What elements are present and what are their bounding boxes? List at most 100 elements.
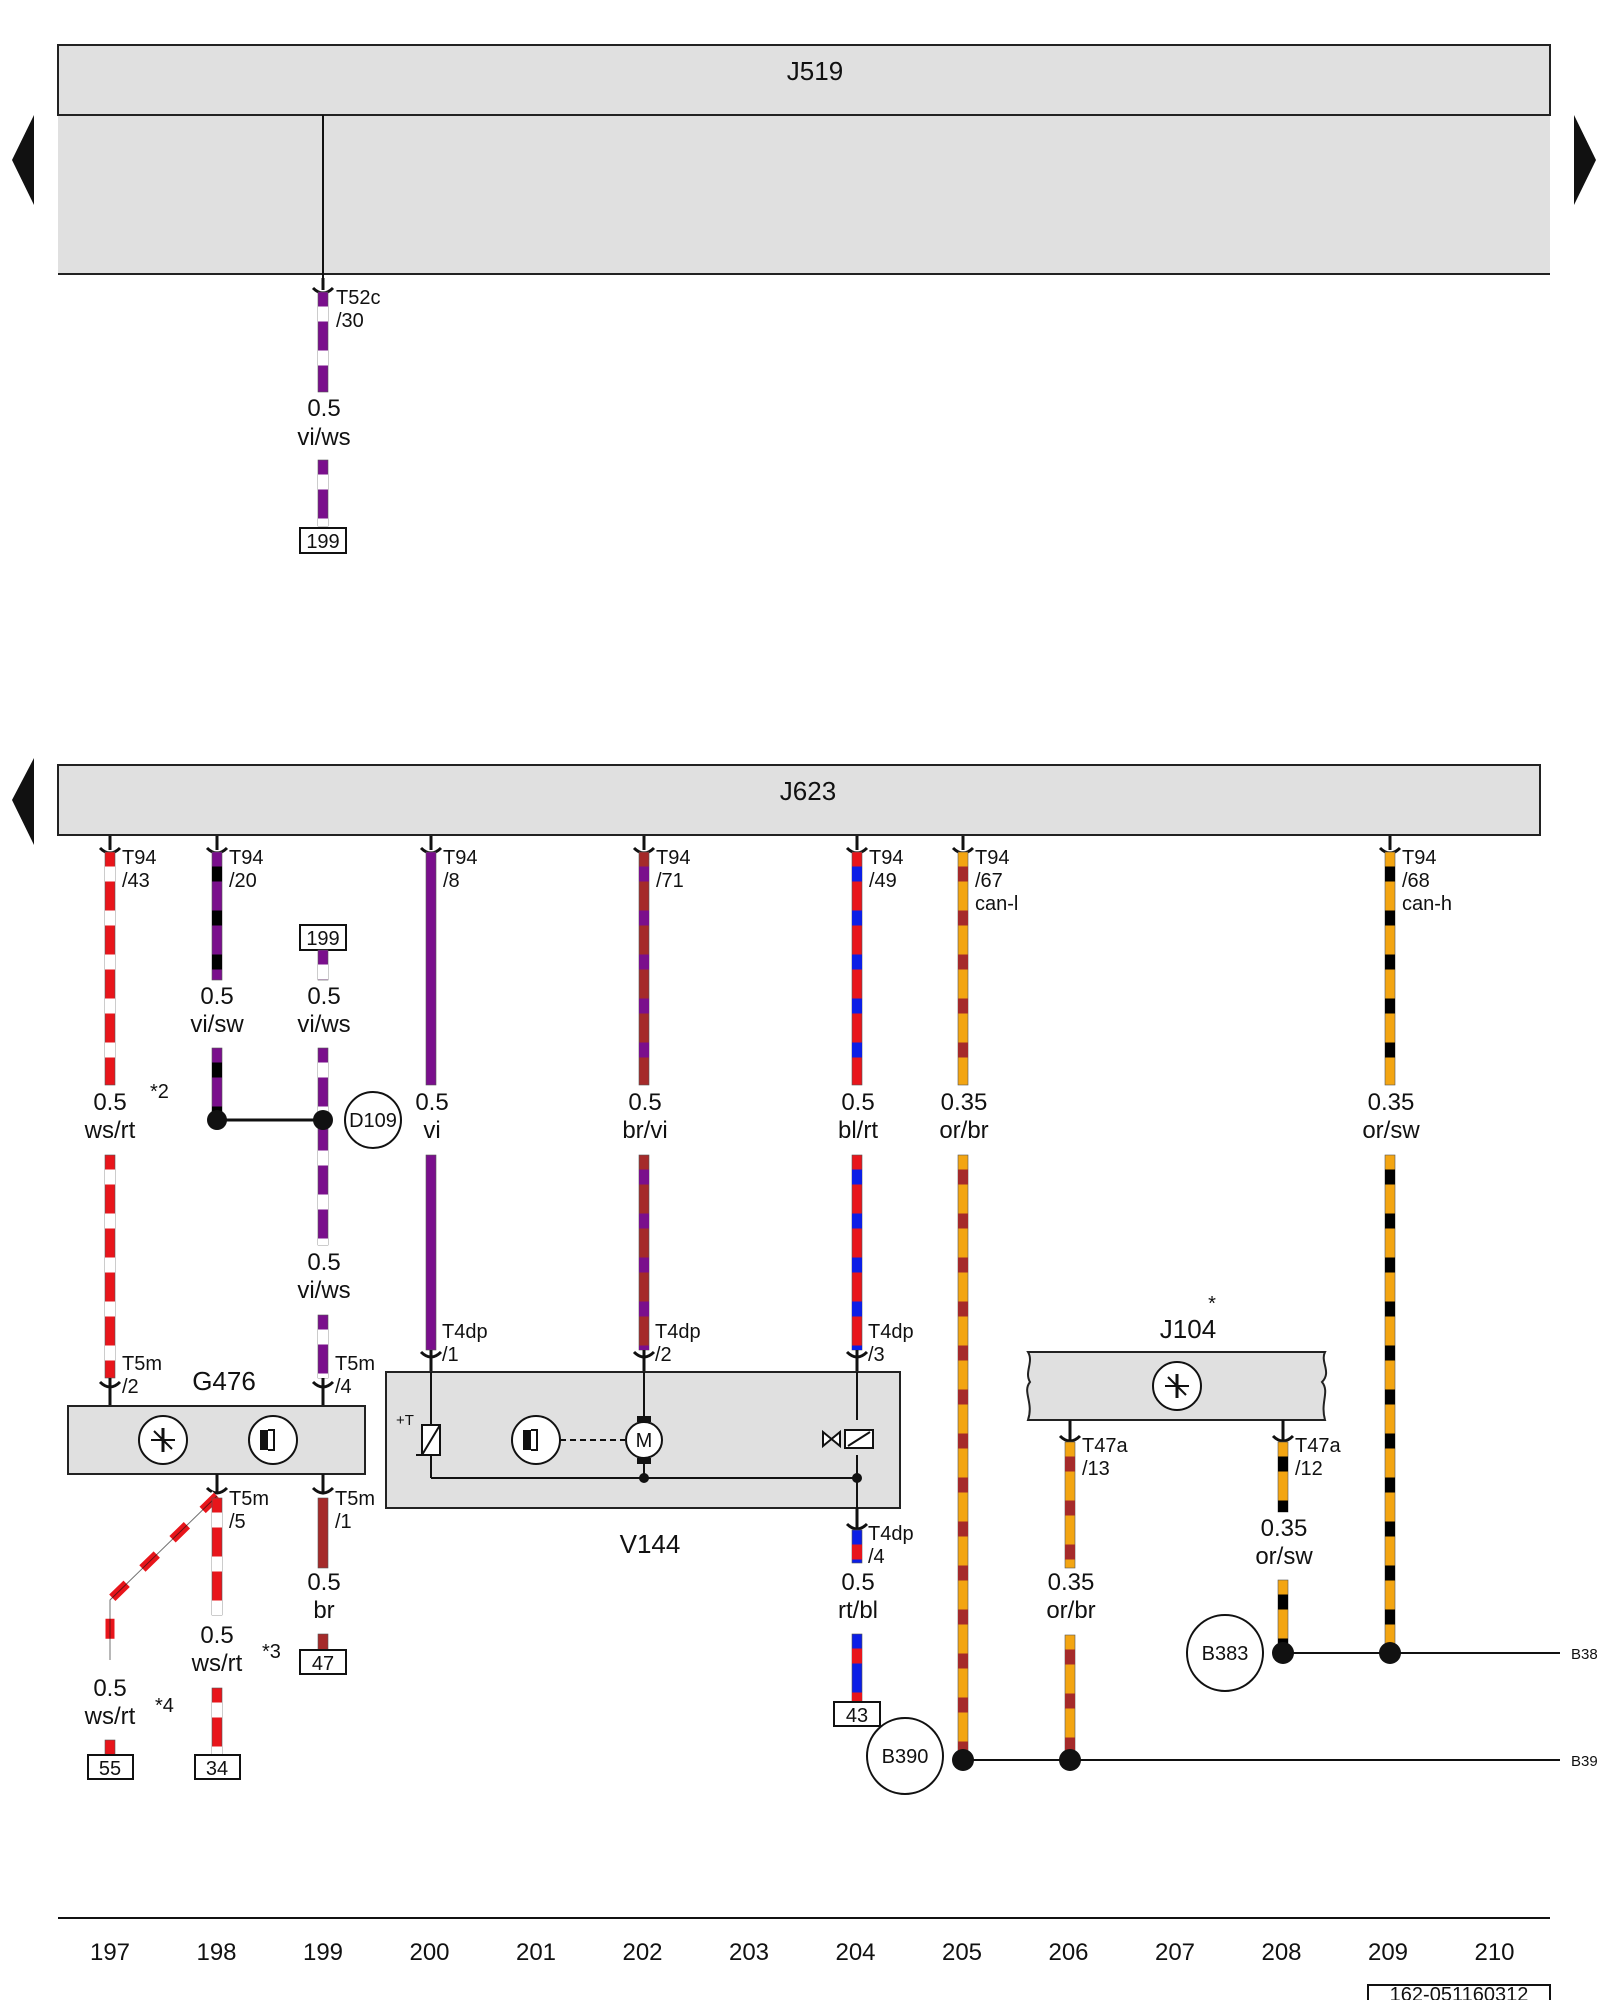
wire-size: 0.5 [200, 983, 233, 1010]
wire-color: br [313, 1597, 334, 1624]
svg-text:/1: /1 [442, 1344, 459, 1366]
wire-size: 0.5 [415, 1089, 448, 1116]
pin-t4dp-4: T4dp /4 [845, 1508, 914, 1568]
wire-size: 0.5 [841, 1569, 874, 1596]
svg-text:199: 199 [306, 531, 339, 553]
wire-color: or/sw [1255, 1543, 1313, 1570]
ref-box-34[interactable]: 34 [194, 1754, 241, 1780]
light-sensor-icon [260, 1429, 275, 1451]
splice-b390[interactable]: B390 [866, 1717, 944, 1795]
footnote-4: *4 [155, 1695, 174, 1717]
wire-size: 0.5 [628, 1089, 661, 1116]
motor-icon: M [625, 1416, 663, 1464]
wire-size: 0.35 [1048, 1569, 1095, 1596]
valve-actuator-icon [822, 1429, 874, 1449]
splice-dot [313, 1110, 333, 1130]
wire-size: 0.5 [93, 1675, 126, 1702]
svg-text:34: 34 [206, 1758, 228, 1780]
unit-g476 [67, 1405, 366, 1475]
svg-text:/5: /5 [229, 1511, 246, 1533]
ref-box-199[interactable]: 199 [299, 924, 347, 951]
prev-page-arrow-icon-2[interactable] [12, 758, 34, 845]
ref-box-43[interactable]: 43 [833, 1701, 881, 1727]
footnote-3: *3 [262, 1641, 281, 1663]
unit-label-g476: G476 [192, 1366, 256, 1396]
wire-209-or-sw-2 [1384, 1154, 1396, 1654]
wire-size: 0.5 [307, 1569, 340, 1596]
column-number: 205 [942, 1939, 982, 1966]
unit-j104 [1026, 1351, 1328, 1421]
wire-top-vi-ws-2 [317, 459, 329, 527]
wire-size: 0.5 [200, 1622, 233, 1649]
wire-size: 0.5 [307, 395, 340, 422]
svg-text:T4dp: T4dp [442, 1321, 488, 1343]
svg-text:B38: B38 [1571, 1646, 1598, 1663]
pin-t47a-13: T47a /13 [1058, 1420, 1128, 1480]
svg-text:T47a: T47a [1295, 1435, 1341, 1457]
wire-206-or-br [1064, 1441, 1076, 1569]
svg-text:B390: B390 [882, 1746, 929, 1768]
wire-color: or/br [1046, 1597, 1095, 1624]
column-number: 202 [622, 1939, 662, 1966]
column-number: 199 [303, 1939, 343, 1966]
wire-199-vi-ws-b [317, 1047, 329, 1246]
wire-color: bl/rt [838, 1117, 878, 1144]
svg-text:/13: /13 [1082, 1458, 1110, 1480]
unit-label-j519: J519 [787, 56, 843, 86]
column-number: 204 [835, 1939, 875, 1966]
wire-size: 0.5 [307, 983, 340, 1010]
wire-color: ws/rt [84, 1117, 136, 1144]
unit-v144: +T M [385, 1371, 901, 1510]
svg-text:T5m: T5m [335, 1488, 375, 1510]
wire-color: or/sw [1362, 1117, 1420, 1144]
wire-204-rt-bl-2 [851, 1633, 863, 1703]
pin-t94-8: T94 /8 [419, 836, 477, 892]
ref-box-47[interactable]: 47 [299, 1649, 347, 1675]
svg-text:T94: T94 [122, 847, 156, 869]
wire-205-or-br-2 [957, 1154, 969, 1761]
temperature-sensor-icon: +T [396, 1412, 441, 1456]
unit-label-v144: V144 [620, 1529, 681, 1559]
svg-text:T94: T94 [443, 847, 477, 869]
ref-box-55[interactable]: 55 [87, 1754, 134, 1780]
unit-label-j104: J104 [1160, 1314, 1216, 1344]
svg-text:D109: D109 [349, 1110, 397, 1132]
pin-t94-43: T94 /43 [98, 836, 156, 892]
svg-text:43: 43 [846, 1705, 868, 1727]
ref-box-199-top[interactable]: 199 [299, 527, 347, 554]
prev-page-arrow-icon[interactable] [12, 115, 34, 205]
wire-209-or-sw [1384, 851, 1396, 1086]
wire-color: ws/rt [84, 1703, 136, 1730]
wire-202-br-vi [638, 851, 650, 1086]
pin-t5m-4: T5m /4 [311, 1353, 375, 1405]
wire-size: 0.5 [93, 1089, 126, 1116]
svg-text:T94: T94 [1402, 847, 1436, 869]
splice-dot [207, 1110, 227, 1130]
wire-color: vi/ws [297, 1011, 350, 1038]
unit-j519: J519 [57, 44, 1551, 285]
svg-text:B383: B383 [1202, 1643, 1249, 1665]
svg-text:199: 199 [306, 928, 339, 950]
pin-t4dp-3: T4dp /3 [845, 1321, 914, 1372]
wire-198-vi-sw-2 [211, 1047, 223, 1121]
svg-text:can-h: can-h [1402, 893, 1452, 915]
wire-color: vi/ws [297, 424, 350, 451]
footnote-2: *2 [150, 1081, 169, 1103]
splice-b383[interactable]: B383 [1186, 1614, 1264, 1692]
next-page-arrow-icon[interactable] [1574, 115, 1596, 205]
column-number: 210 [1474, 1939, 1514, 1966]
svg-text:T4dp: T4dp [655, 1321, 701, 1343]
pin-t5m-2: T5m /2 [98, 1353, 162, 1405]
svg-text:/2: /2 [655, 1344, 672, 1366]
svg-text:/4: /4 [335, 1376, 352, 1398]
column-number: 206 [1048, 1939, 1088, 1966]
wire-198-ws-rt-b [211, 1497, 223, 1616]
wire-204-rt-bl [851, 1529, 863, 1564]
splice-d109[interactable]: D109 [344, 1091, 402, 1149]
wire-199-vi-ws-c [317, 1314, 329, 1379]
wire-color: vi/ws [297, 1277, 350, 1304]
sun-sensor-icon [151, 1428, 175, 1452]
pin-t4dp-2: T4dp /2 [632, 1321, 701, 1372]
wire-color: br/vi [622, 1117, 667, 1144]
